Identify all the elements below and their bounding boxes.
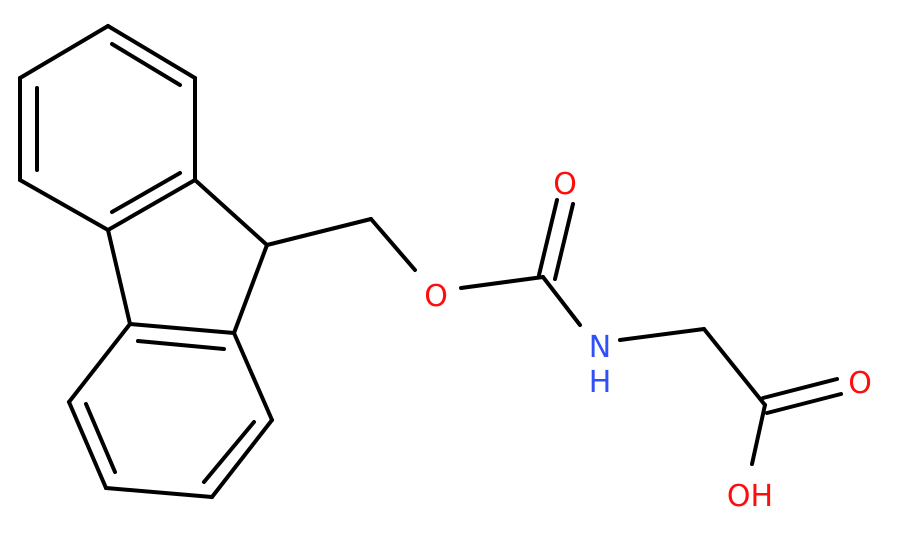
carbamate-chain: [265, 198, 843, 466]
five-membered-ring: [106, 178, 269, 335]
lower-benzene-ring: [67, 322, 274, 499]
carbonyl-oxygen-label: O: [553, 167, 577, 202]
amide-hydrogen-label: H: [589, 365, 612, 400]
ester-oxygen-label: O: [424, 279, 448, 314]
acid-carbonyl-oxygen-label: O: [848, 366, 872, 401]
amide-nitrogen-label: N: [589, 330, 611, 365]
hydroxyl-group-label: OH: [727, 479, 773, 514]
upper-benzene-ring: [18, 24, 197, 232]
